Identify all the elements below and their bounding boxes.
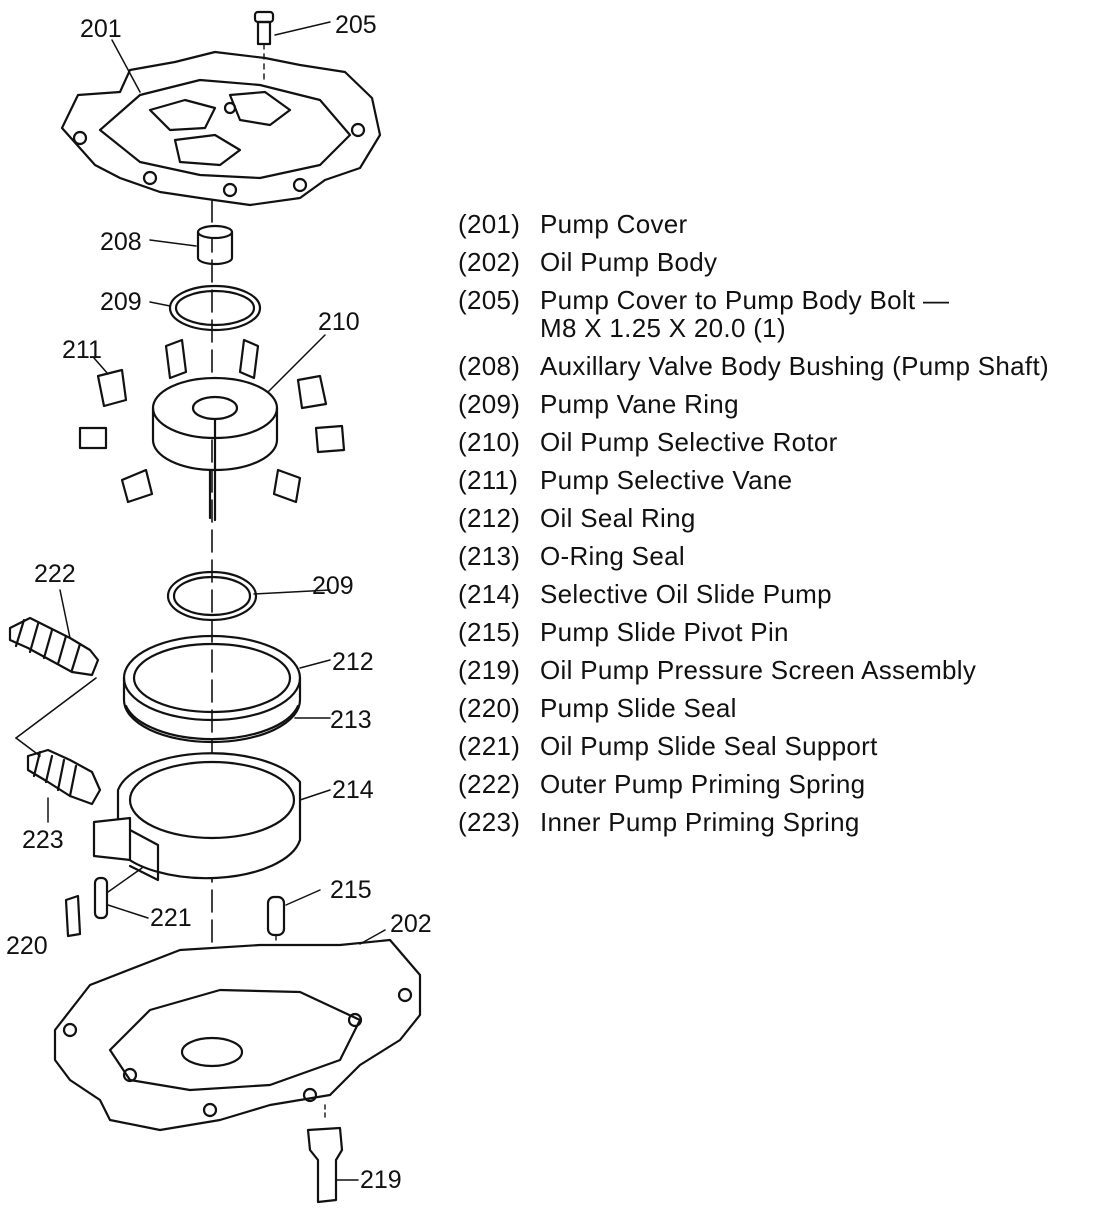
legend-description: Oil Seal Ring: [540, 503, 696, 533]
pump-cover-part: [60, 50, 382, 207]
slide-seal-part: [64, 894, 82, 938]
callout-219: 219: [360, 1166, 402, 1194]
legend-description: Oil Pump Pressure Screen Assembly: [540, 655, 977, 685]
legend-description: Pump Vane Ring: [540, 389, 739, 419]
legend-description: Selective Oil Slide Pump: [540, 579, 832, 609]
legend-row: (222) Outer Pump Priming Spring: [458, 770, 1108, 798]
pump-body-part: [53, 938, 422, 1132]
legend-number: (210): [458, 427, 521, 457]
slide-pump-part: [92, 752, 302, 882]
legend-description: Pump Cover to Pump Body Bolt — M8 X 1.25…: [540, 285, 950, 343]
legend-description: Inner Pump Priming Spring: [540, 807, 860, 837]
callout-202: 202: [390, 910, 432, 938]
vane-ring-lower-part: [166, 570, 258, 622]
legend-description: Pump Selective Vane: [540, 465, 793, 495]
legend-row: (209) Pump Vane Ring: [458, 390, 1108, 418]
rotor-part: [151, 376, 279, 522]
callout-210: 210: [318, 308, 360, 336]
pressure-screen-part: [306, 1104, 344, 1204]
legend-number: (220): [458, 693, 521, 723]
callout-208: 208: [100, 228, 142, 256]
legend-row: (210) Oil Pump Selective Rotor: [458, 428, 1108, 456]
bushing-part: [196, 224, 234, 266]
legend-row: (202) Oil Pump Body: [458, 248, 1108, 276]
seal-support-part: [93, 876, 109, 920]
legend-number: (208): [458, 351, 521, 381]
legend-number: (205): [458, 285, 521, 315]
legend-row: (208) Auxillary Valve Body Bushing (Pump …: [458, 352, 1108, 380]
callout-220: 220: [6, 932, 48, 960]
legend-row: (211) Pump Selective Vane: [458, 466, 1108, 494]
legend-description: Oil Pump Selective Rotor: [540, 427, 838, 457]
legend-number: (213): [458, 541, 521, 571]
callout-213: 213: [330, 706, 372, 734]
callout-209-lower: 209: [312, 572, 354, 600]
legend-number: (215): [458, 617, 521, 647]
legend-description: Oil Pump Slide Seal Support: [540, 731, 878, 761]
parts-legend: (201) Pump Cover (202) Oil Pump Body (205)…: [458, 210, 1108, 836]
inner-spring-part: [26, 748, 102, 806]
callout-205: 205: [335, 11, 377, 39]
callout-223: 223: [22, 826, 64, 854]
callout-222: 222: [34, 560, 76, 588]
legend-number: (214): [458, 579, 521, 609]
legend-description: Auxillary Valve Body Bushing (Pump Shaft…: [540, 351, 1049, 381]
callout-201: 201: [80, 15, 122, 43]
legend-number: (201): [458, 209, 521, 239]
selective-vanes-part: [78, 338, 346, 504]
callout-209-upper: 209: [100, 288, 142, 316]
legend-number: (209): [458, 389, 521, 419]
legend-row: (214) Selective Oil Slide Pump: [458, 580, 1108, 608]
legend-number: (222): [458, 769, 521, 799]
legend-row: (213) O-Ring Seal: [458, 542, 1108, 570]
legend-description: Outer Pump Priming Spring: [540, 769, 866, 799]
legend-number: (221): [458, 731, 521, 761]
callout-211: 211: [62, 336, 102, 364]
legend-row: (215) Pump Slide Pivot Pin: [458, 618, 1108, 646]
callout-214: 214: [332, 776, 374, 804]
legend-row: (212) Oil Seal Ring: [458, 504, 1108, 532]
legend-number: (219): [458, 655, 521, 685]
callout-221: 221: [150, 904, 192, 932]
outer-spring-part: [8, 616, 100, 677]
callout-215: 215: [330, 876, 372, 904]
seal-rings-part: [122, 634, 302, 744]
legend-row: (223) Inner Pump Priming Spring: [458, 808, 1108, 836]
legend-row: (201) Pump Cover: [458, 210, 1108, 238]
legend-number: (223): [458, 807, 521, 837]
legend-description: O-Ring Seal: [540, 541, 685, 571]
legend-description: Pump Slide Pivot Pin: [540, 617, 789, 647]
legend-description: Pump Slide Seal: [540, 693, 737, 723]
leader-lines: [47, 21, 386, 1181]
callout-212: 212: [332, 648, 374, 676]
vane-ring-upper-part: [168, 284, 262, 332]
legend-description: Pump Cover: [540, 209, 688, 239]
legend-number: (212): [458, 503, 521, 533]
legend-row: (205) Pump Cover to Pump Body Bolt — M8 X…: [458, 286, 1108, 342]
legend-number: (211): [458, 465, 519, 495]
legend-row: (220) Pump Slide Seal: [458, 694, 1108, 722]
legend-number: (202): [458, 247, 521, 277]
legend-description: Oil Pump Body: [540, 247, 718, 277]
legend-row: (219) Oil Pump Pressure Screen Assembly: [458, 656, 1108, 684]
legend-row: (221) Oil Pump Slide Seal Support: [458, 732, 1108, 760]
cover-bolt-part: [253, 10, 275, 81]
